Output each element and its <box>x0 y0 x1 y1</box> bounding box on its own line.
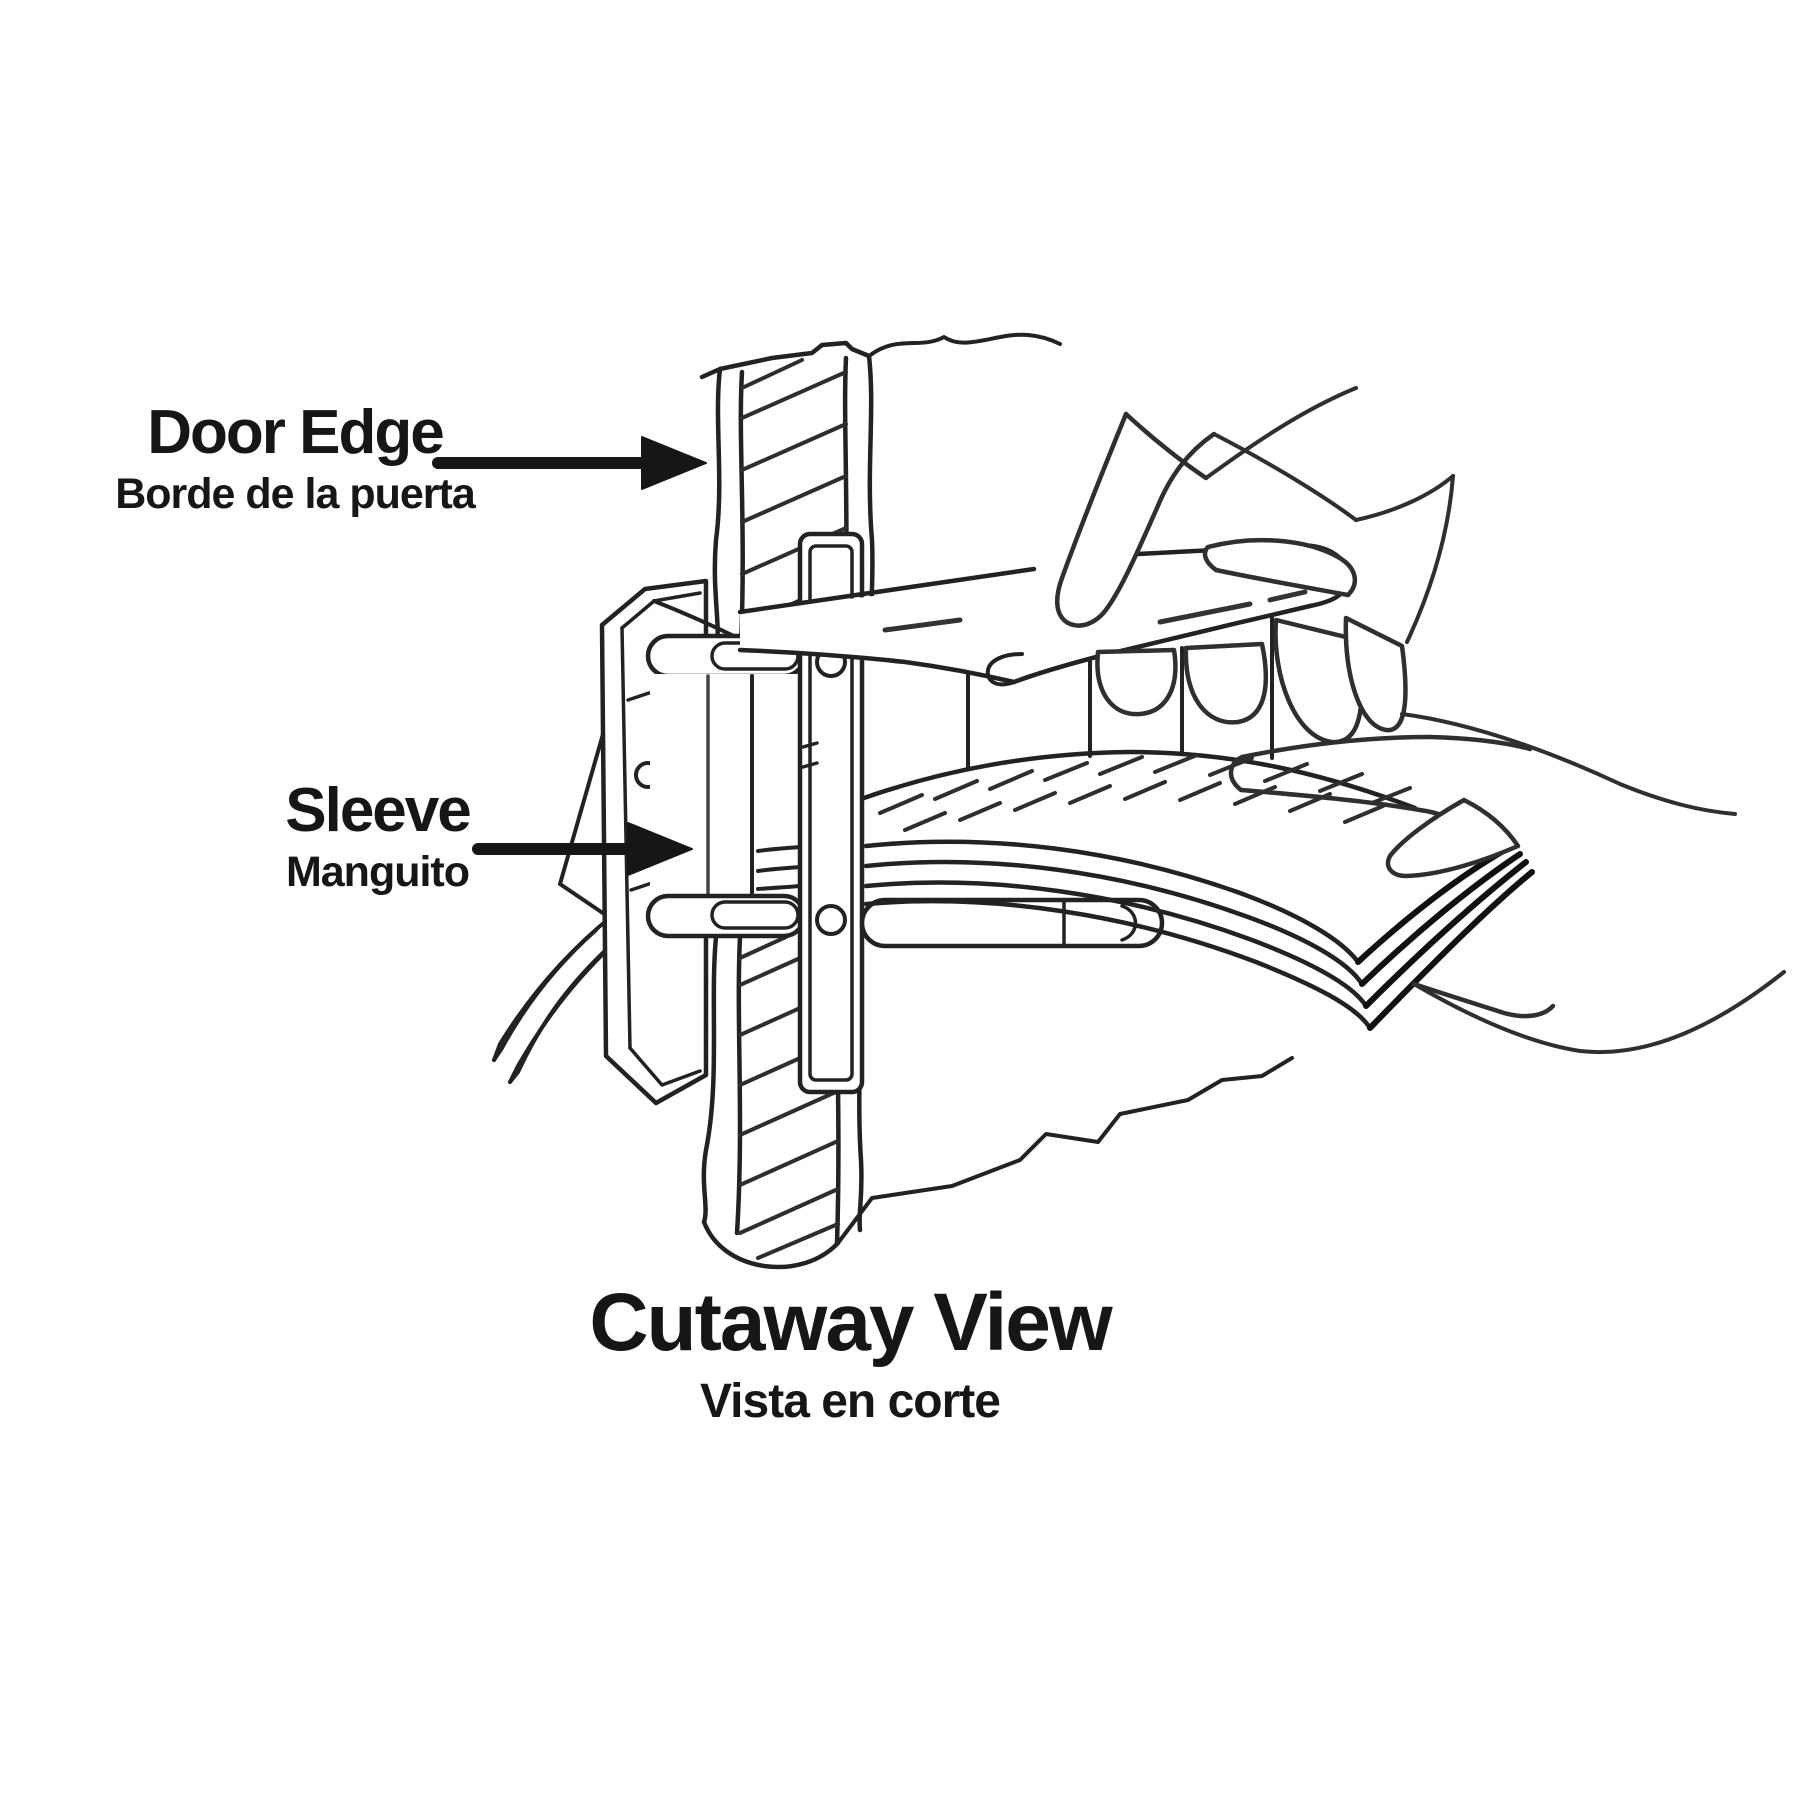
door-edge-arrow <box>432 436 707 490</box>
forearm-right-edge <box>1405 474 1455 644</box>
sleeve-label-es: Manguito <box>285 848 470 897</box>
hand-bottom-contour <box>1412 970 1786 1054</box>
lower-finger <box>1411 981 1556 1019</box>
mail-slot-sleeve-tube <box>645 633 807 939</box>
magazine-cover-hatching <box>878 753 1412 832</box>
index-finger <box>1228 734 1463 828</box>
sleeve-interior-lines <box>966 616 1274 770</box>
index-finger <box>1054 411 1217 628</box>
forearm-top-edge <box>1204 386 1358 480</box>
door-edge-label: Door Edge Borde de la puerta <box>85 400 505 517</box>
magazine-layer-edges <box>863 839 1373 1031</box>
caption-es: Vista en corte <box>700 1375 1001 1428</box>
hand-inserting-mail <box>1228 712 1786 1054</box>
sleeve-mounting-frame <box>797 531 865 1095</box>
sleeve-arrow <box>472 822 693 876</box>
hand-top-contour <box>1400 712 1737 816</box>
sleeve-bottom-wall <box>859 897 1165 949</box>
flap-rolled-lip <box>985 652 1024 687</box>
flap-surface-dashes <box>882 589 1308 633</box>
mail-edges-inside-sleeve <box>756 845 802 891</box>
magazine-stack <box>861 749 1535 1031</box>
hand-holding-flap <box>1054 386 1455 745</box>
door-cross-section-lower <box>701 934 1294 1270</box>
sleeve-label-en: Sleeve <box>285 776 472 845</box>
curled-finger <box>1095 647 1178 717</box>
knuckle-contour <box>1212 432 1358 522</box>
screw-hole <box>815 904 847 936</box>
thumb <box>1385 797 1521 879</box>
curled-finger <box>1343 615 1408 733</box>
sleeve-label: Sleeve Manguito <box>180 778 575 895</box>
magazine-top-edge <box>861 749 1418 811</box>
torn-edge-zigzag-right <box>836 1056 1294 1245</box>
caption-en: Cutaway View <box>589 1277 1112 1368</box>
door-edge-label-es: Borde de la puerta <box>115 470 476 519</box>
torn-edge-wavy-right <box>867 332 1062 358</box>
door-edge-label-en: Door Edge <box>147 398 444 467</box>
curled-finger <box>1183 641 1269 725</box>
figure-caption: Cutaway View Vista en corte <box>440 1282 1260 1426</box>
thumb <box>1202 537 1358 598</box>
